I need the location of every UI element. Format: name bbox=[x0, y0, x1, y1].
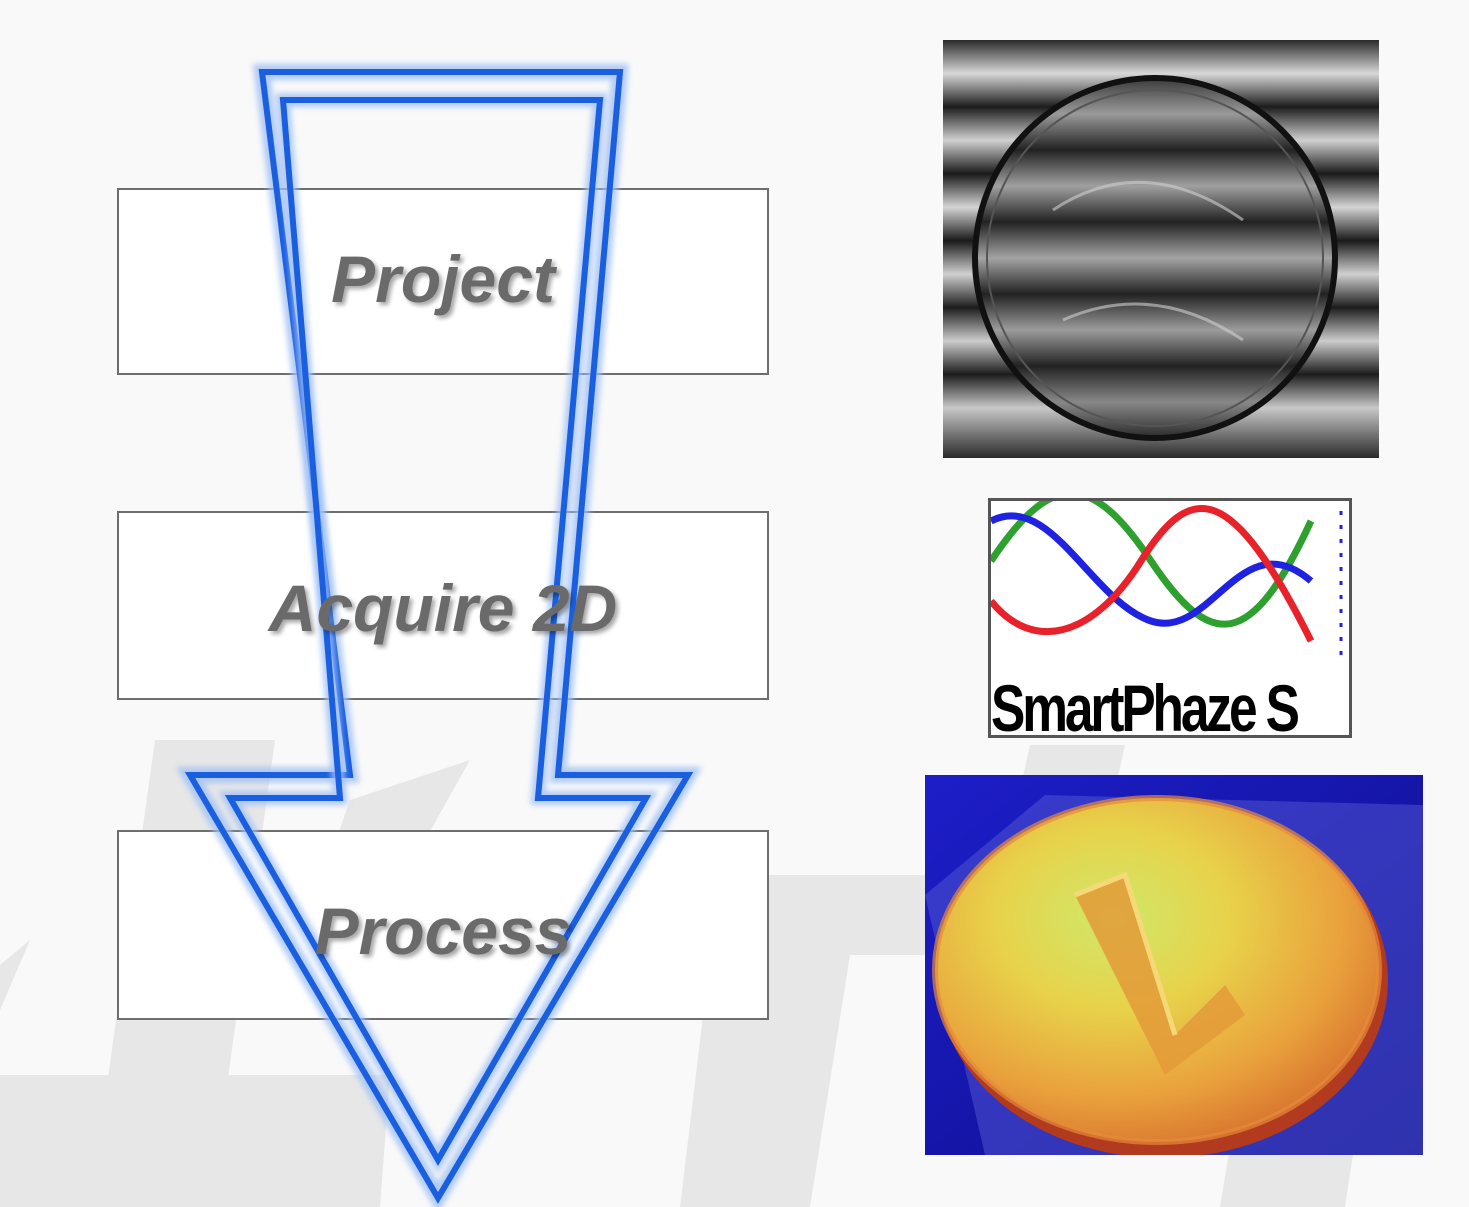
smartphaze-logo-text: SmartPhaze S bbox=[991, 671, 1300, 738]
logo-wave-green bbox=[991, 501, 1315, 628]
smartphaze-logo: SmartPhaze S bbox=[988, 498, 1352, 738]
step-label-acquire-2d: Acquire 2D bbox=[268, 571, 618, 645]
fringe-projection-coin-photo bbox=[943, 40, 1379, 458]
step-label-process: Process bbox=[314, 894, 572, 968]
3d-surface-coin-render bbox=[925, 775, 1423, 1155]
step-label-project: Project bbox=[331, 242, 555, 316]
logo-wave-blue bbox=[991, 512, 1314, 627]
